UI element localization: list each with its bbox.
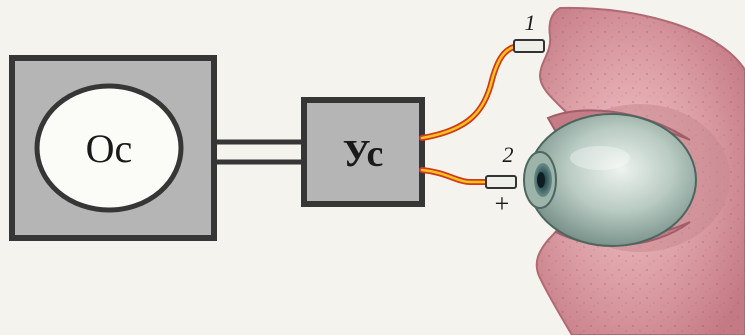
- amplifier-label: Ус: [343, 133, 384, 175]
- amplifier-block: Ус: [301, 97, 425, 207]
- electrode-2-polarity: +: [495, 189, 510, 218]
- oscilloscope-label: Oc: [86, 126, 133, 171]
- electrode-2-label: 2: [503, 142, 514, 167]
- pupil: [537, 172, 545, 188]
- amplifier-box: [301, 97, 425, 207]
- oscilloscope-block: Oc: [9, 55, 217, 241]
- wire-to-electrode-1: [419, 43, 521, 141]
- electrode-2: 2 +: [485, 142, 517, 218]
- electrode-1-label: 1: [525, 10, 536, 35]
- eye-highlight: [570, 146, 630, 170]
- electrode-1: 1: [513, 10, 545, 53]
- eyeball-group: [523, 113, 697, 247]
- oscilloscope-screen: [34, 83, 184, 213]
- electrode-wires: [419, 43, 521, 185]
- oscilloscope-amplifier-connection: [214, 139, 304, 165]
